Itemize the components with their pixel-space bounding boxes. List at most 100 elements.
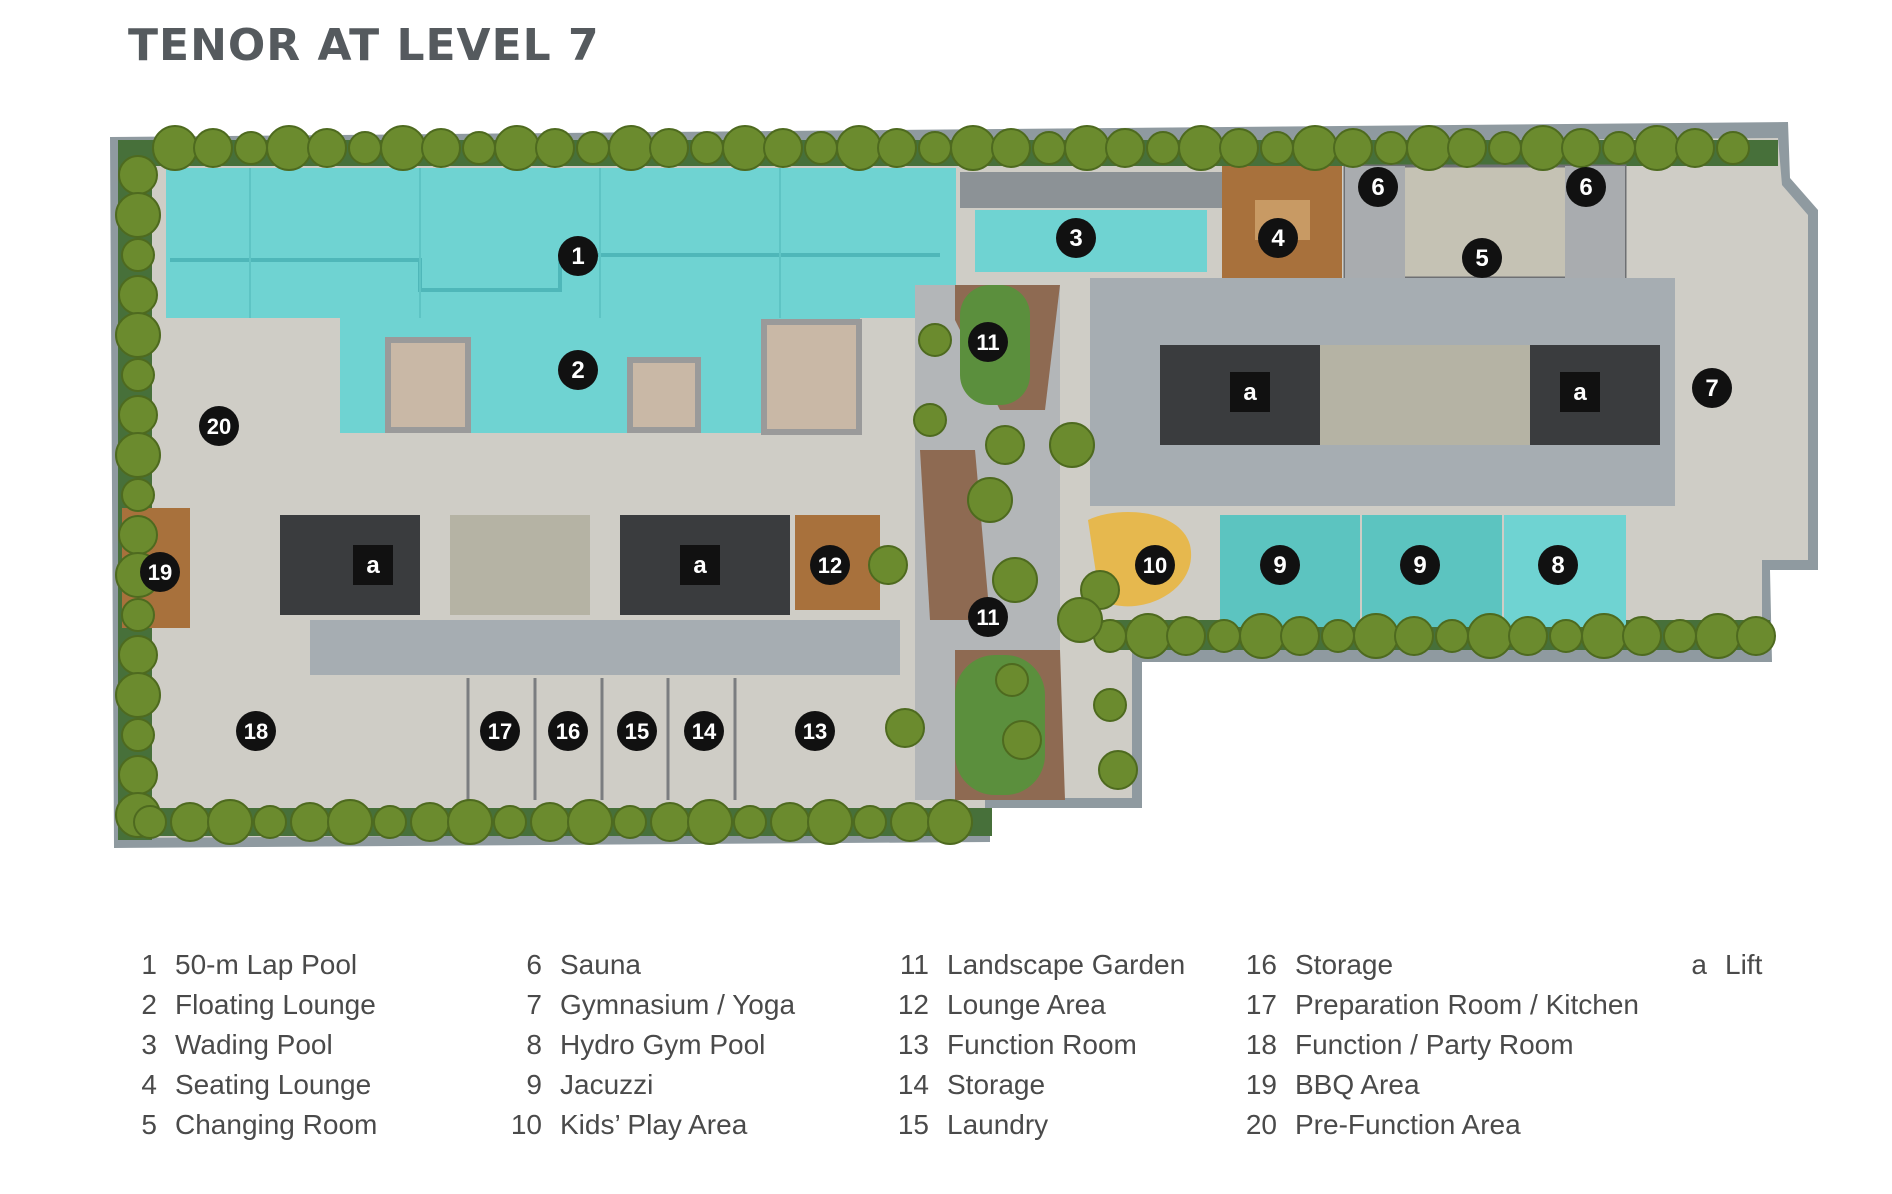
- marker-label: 10: [1143, 553, 1167, 578]
- tree-icon: [253, 805, 287, 839]
- tree-icon: [918, 131, 952, 165]
- marker-label: 20: [207, 414, 231, 439]
- tree-icon: [1105, 128, 1145, 168]
- legend-label: Storage: [947, 1069, 1046, 1100]
- legend-label: Seating Lounge: [175, 1069, 372, 1100]
- marker-label: 4: [1271, 225, 1285, 252]
- legend-number: 17: [1245, 989, 1277, 1020]
- legend-number: 5: [141, 1109, 157, 1140]
- tree-icon: [950, 125, 996, 171]
- marker-label: 11: [976, 330, 999, 355]
- legend-label: 50-m Lap Pool: [175, 949, 358, 980]
- tree-icon: [567, 799, 613, 845]
- area-marker-3: 3: [1056, 218, 1096, 258]
- marker-label: 8: [1551, 552, 1564, 579]
- tree-icon: [1561, 128, 1601, 168]
- legend-number: 7: [526, 989, 542, 1020]
- legend-number: 14: [897, 1069, 929, 1100]
- tree-icon: [493, 805, 527, 839]
- area-marker-2: 2: [558, 350, 598, 390]
- legend-label: BBQ Area: [1295, 1069, 1420, 1100]
- tree-icon: [373, 805, 407, 839]
- area-marker-19: 19: [140, 552, 180, 592]
- tree-icon: [722, 125, 768, 171]
- legend-number: 9: [526, 1069, 542, 1100]
- tree-icon: [1207, 619, 1241, 653]
- legend-number: 15: [897, 1109, 929, 1140]
- lift-marker: a: [1560, 372, 1600, 412]
- tree-icon: [1057, 597, 1103, 643]
- legend-label: Gymnasium / Yoga: [560, 989, 796, 1020]
- lift-core: [280, 515, 420, 615]
- legend-label: Landscape Garden: [947, 949, 1186, 980]
- marker-label: 7: [1705, 375, 1718, 402]
- tree-icon: [992, 557, 1038, 603]
- legend-label: Function Room: [947, 1029, 1137, 1060]
- tree-icon: [1166, 616, 1206, 656]
- trees: [115, 125, 1776, 845]
- tree-icon: [118, 755, 158, 795]
- tree-icon: [1581, 613, 1627, 659]
- area-marker-10: 10: [1135, 545, 1175, 585]
- tree-icon: [576, 131, 610, 165]
- area-marker-16: 16: [548, 711, 588, 751]
- legend-label: Hydro Gym Pool: [560, 1029, 766, 1060]
- tree-icon: [327, 799, 373, 845]
- area-marker-6: 6: [1566, 167, 1606, 207]
- legend-number: 8: [526, 1029, 542, 1060]
- tree-icon: [121, 238, 155, 272]
- tree-icon: [348, 131, 382, 165]
- tree-icon: [918, 323, 952, 357]
- tree-icon: [1333, 128, 1373, 168]
- tree-icon: [170, 802, 210, 842]
- lift-marker: a: [680, 545, 720, 585]
- tree-icon: [733, 805, 767, 839]
- tree-icon: [1292, 125, 1338, 171]
- area-marker-14: 14: [684, 711, 724, 751]
- area-marker-5: 5: [1462, 238, 1502, 278]
- tree-icon: [1394, 616, 1434, 656]
- tree-icon: [868, 545, 908, 585]
- legend-number: 20: [1245, 1109, 1277, 1140]
- tree-icon: [1634, 125, 1680, 171]
- tree-icon: [649, 128, 689, 168]
- tree-icon: [967, 477, 1013, 523]
- tree-icon: [207, 799, 253, 845]
- tree-icon: [234, 131, 268, 165]
- tree-icon: [1508, 616, 1548, 656]
- legend-number: 18: [1245, 1029, 1277, 1060]
- tree-icon: [1467, 613, 1513, 659]
- tree-icon: [115, 432, 161, 478]
- legend-number: 6: [526, 949, 542, 980]
- legend-label: Preparation Room / Kitchen: [1295, 989, 1639, 1020]
- tree-icon: [1146, 131, 1180, 165]
- lift-marker: a: [353, 545, 393, 585]
- tree-icon: [1406, 125, 1452, 171]
- floating-lounge-pad: [627, 357, 701, 433]
- marker-label: 11: [976, 605, 999, 630]
- area-marker-1: 1: [558, 236, 598, 276]
- tree-icon: [650, 802, 690, 842]
- tree-icon: [290, 802, 330, 842]
- tree-icon: [1374, 131, 1408, 165]
- tree-icon: [927, 799, 973, 845]
- marker-label: 6: [1371, 174, 1384, 201]
- area-marker-12: 12: [810, 545, 850, 585]
- legend-number: 13: [897, 1029, 929, 1060]
- tree-icon: [1736, 616, 1776, 656]
- marker-label: 13: [803, 719, 827, 744]
- area-marker-13: 13: [795, 711, 835, 751]
- tree-icon: [447, 799, 493, 845]
- tree-icon: [985, 425, 1025, 465]
- tree-icon: [1549, 619, 1583, 653]
- marker-label: 18: [244, 719, 268, 744]
- page-title: TENOR AT LEVEL 7: [128, 20, 600, 71]
- tree-icon: [913, 403, 947, 437]
- legend-number: 2: [141, 989, 157, 1020]
- area-marker-7: 7: [1692, 368, 1732, 408]
- tree-icon: [380, 125, 426, 171]
- tree-icon: [853, 805, 887, 839]
- tree-icon: [530, 802, 570, 842]
- area-marker-11: 11: [968, 597, 1008, 637]
